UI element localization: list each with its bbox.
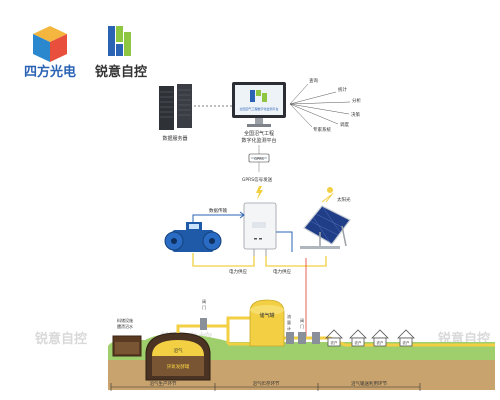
monitor-neck [255, 118, 263, 124]
gas-holder-label: 储气罐 [259, 312, 274, 319]
middle-wiring [192, 211, 327, 267]
section-production: 沼气生产环节 [150, 380, 177, 387]
gprs-label: GPRS信号发送 [242, 176, 273, 183]
feed-tank: 料储设施 醴渍沼水 [112, 317, 142, 357]
platform-label-1: 全国沼气工程 [244, 130, 274, 137]
meter-body [172, 230, 214, 252]
function-dispatch: 调度 [340, 121, 349, 128]
sunlight-label: 太阳光 [337, 196, 351, 203]
svg-text:阀: 阀 [300, 317, 304, 323]
function-statistics: 统计 [338, 86, 347, 93]
sifang-logo: 四方光电 [24, 26, 76, 80]
logo-bar-3 [116, 44, 123, 56]
digester-gas-label: 沼气 [174, 347, 183, 354]
house-2: 农户 [349, 329, 367, 347]
power-left-label: 电力供应 [229, 268, 247, 275]
server-rack-1 [159, 86, 174, 130]
gas-flow-meter [164, 222, 222, 252]
screen-title: 全国沼气工程数字化监测平台 [239, 106, 278, 111]
server-label: 数据服务器 [162, 135, 187, 142]
solar-panel [300, 205, 351, 249]
slurry-layer [152, 356, 204, 376]
svg-text:量: 量 [287, 319, 291, 325]
house-1: 农户 [325, 329, 343, 347]
svg-text:农户: 农户 [403, 340, 410, 345]
digester-body-label: 厌氧发酵罐 [167, 363, 190, 370]
valve-1: 阀 门 [200, 298, 207, 330]
svg-text:门: 门 [202, 304, 206, 310]
section-delivery: 沼气输送利用环节 [351, 380, 387, 387]
feed-inlet-label-1: 料储设施 [117, 317, 133, 323]
feed-inlet-label-2: 醴渍沼水 [117, 323, 133, 329]
function-expert-system: 专家系统 [313, 126, 331, 133]
watermark-left: 锐意自控 [35, 331, 87, 347]
gas-holder: 储气罐 [249, 299, 285, 347]
sun-icon [321, 187, 334, 203]
function-analysis: 分析 [352, 97, 361, 104]
meter-display [189, 224, 199, 229]
function-fan [289, 83, 351, 128]
svg-text:流: 流 [287, 313, 291, 319]
logo-bar-1 [108, 26, 115, 56]
function-query: 查询 [309, 77, 318, 84]
monitoring-platform: 全国沼气工程数字化监测平台 全国沼气工程 数字化监测平台 [232, 82, 286, 144]
wireless-signal-icon [256, 186, 263, 200]
data-servers: 数据服务器 [159, 84, 192, 142]
logo-bar-4 [124, 32, 131, 56]
monitor-base [247, 124, 271, 127]
svg-text:计: 计 [287, 325, 291, 331]
platform-label-2: 数字化监测平台 [241, 137, 276, 144]
server-rack-2 [177, 84, 192, 128]
svg-text:门: 门 [300, 323, 304, 329]
svg-text:农户: 农户 [331, 340, 338, 345]
left-brand-text: 四方光电 [24, 64, 76, 80]
digester: 沼气 厌氧发酵罐 [145, 332, 211, 381]
section-storage: 沼气贮存环节 [253, 380, 280, 387]
data-link-label: 数据传输 [209, 207, 227, 214]
gprs-module: GPRS [248, 153, 270, 163]
svg-text:阀: 阀 [202, 298, 206, 304]
logo-bar-2 [116, 26, 123, 42]
right-brand-text: 锐意自控 [95, 64, 147, 80]
house-3: 农户 [371, 329, 389, 347]
house-4: 农户 [397, 329, 415, 347]
controller-cabinet [243, 202, 277, 256]
flow-meter-station: 流 量 计 阀 门 [286, 313, 320, 344]
biogas-dome [152, 340, 204, 356]
gprs-box-text: GPRS [254, 157, 264, 161]
function-decision: 决策 [351, 111, 360, 118]
cube-right-face [50, 34, 67, 62]
svg-text:农户: 农户 [377, 340, 384, 345]
power-right-label: 电力供应 [273, 268, 291, 275]
cube-left-face [33, 34, 50, 62]
ruiyi-logo: 锐意自控 [95, 26, 147, 80]
farm-houses: 农户 农户 农户 农户 [325, 329, 415, 347]
section-scale: 沼气生产环节 沼气贮存环节 沼气输送利用环节 [110, 380, 421, 391]
svg-text:农户: 农户 [355, 340, 362, 345]
